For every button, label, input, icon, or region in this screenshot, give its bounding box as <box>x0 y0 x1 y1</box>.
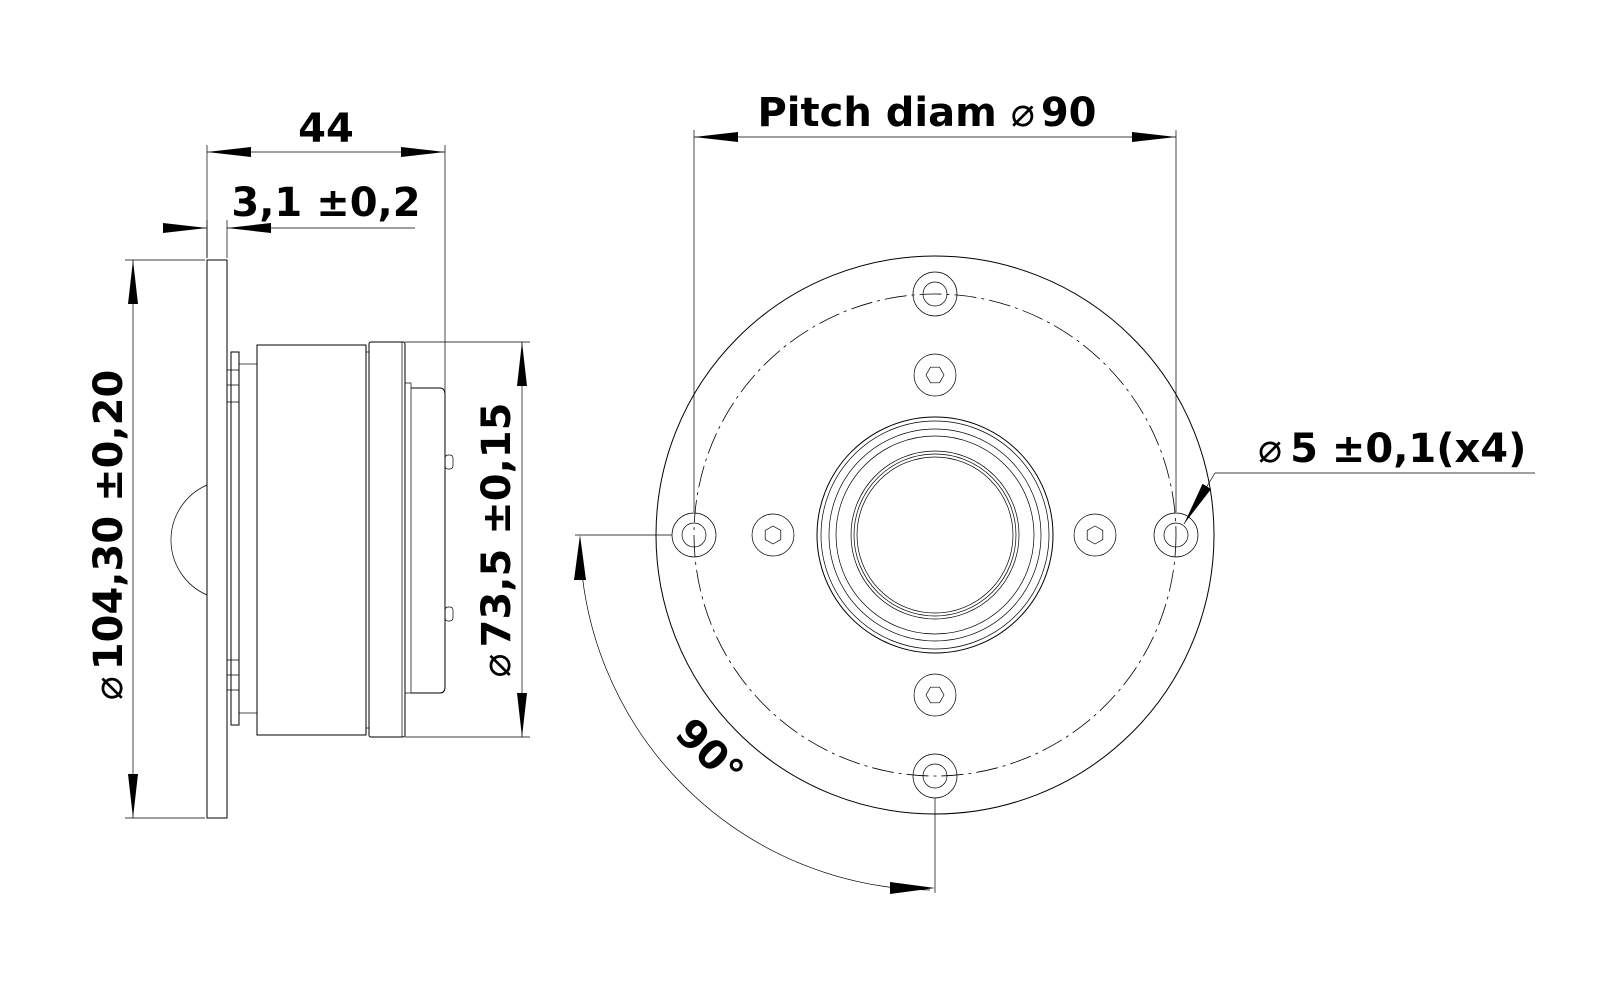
mounting-holes <box>671 271 1199 799</box>
rear-ring <box>368 341 406 738</box>
depth-dimension: 44 <box>206 106 446 460</box>
front-view: Pitch diam⌀90 ⌀5 ±0,1(x4) 90° <box>574 90 1535 894</box>
body-diameter-label: 73,5 ±0,15 <box>474 403 520 648</box>
pitch-circle <box>693 293 1177 777</box>
flange-diameter-label: 104,30 ±0,20 <box>86 370 132 671</box>
body-diameter-dimension: ⌀ 73,5 ±0,15 <box>405 341 530 738</box>
pitch-value: 90 <box>1041 90 1097 136</box>
mounting-hole <box>1153 512 1199 558</box>
rear-step <box>404 382 412 694</box>
flange-diameter-dimension: ⌀ 104,30 ±0,20 <box>86 259 205 819</box>
angle-arc <box>579 539 931 891</box>
svg-text:Pitch diam⌀90: Pitch diam ⌀90 <box>757 90 1096 136</box>
diameter-symbol: ⌀ <box>86 676 132 700</box>
hex-screw-icon <box>751 513 795 557</box>
angle-label: 90° <box>666 710 752 796</box>
mounting-flange <box>206 259 228 819</box>
diameter-symbol: ⌀ <box>1258 426 1282 472</box>
svg-text:⌀73,5 ±0,15: ⌀ 73,5 ±0,15 <box>474 403 520 678</box>
angle-dimension: 90° <box>574 534 936 894</box>
plate-steps <box>227 369 239 691</box>
front-plate <box>230 351 240 726</box>
hex-screw-icon <box>913 673 957 717</box>
center-assembly <box>816 416 1054 654</box>
svg-text:⌀104,30 ±0,20: ⌀ 104,30 ±0,20 <box>86 370 132 701</box>
side-view: 44 3,1 ±0,2 ⌀104,30 ±0,20 ⌀7 <box>86 106 530 819</box>
mounting-hole <box>912 271 958 317</box>
diameter-symbol: ⌀ <box>1011 90 1035 136</box>
rear-cap <box>411 387 446 694</box>
diameter-symbol: ⌀ <box>474 653 520 677</box>
spacer <box>238 363 258 714</box>
flange-thickness-dimension: 3,1 ±0,2 <box>163 180 421 258</box>
hex-screw-icon <box>1073 513 1117 557</box>
pitch-label: Pitch diam <box>757 90 996 136</box>
depth-label: 44 <box>298 106 354 152</box>
pitch-diameter-dimension: Pitch diam ⌀90 <box>693 90 1177 512</box>
magnet-body <box>256 344 367 736</box>
terminal-bottom <box>444 606 454 622</box>
dome-profile <box>170 484 208 596</box>
svg-text:⌀5 ±0,1(x4): ⌀5 ±0,1(x4) <box>1258 426 1526 472</box>
flange-thickness-label: 3,1 ±0,2 <box>231 180 420 226</box>
flange-outline <box>655 255 1215 815</box>
hex-screws <box>751 353 1117 717</box>
hex-screw-icon <box>913 353 957 397</box>
terminal-top <box>444 454 454 470</box>
hole-label: 5 ±0,1(x4) <box>1290 426 1526 472</box>
hole-dimension: ⌀5 ±0,1(x4) <box>1183 426 1535 525</box>
